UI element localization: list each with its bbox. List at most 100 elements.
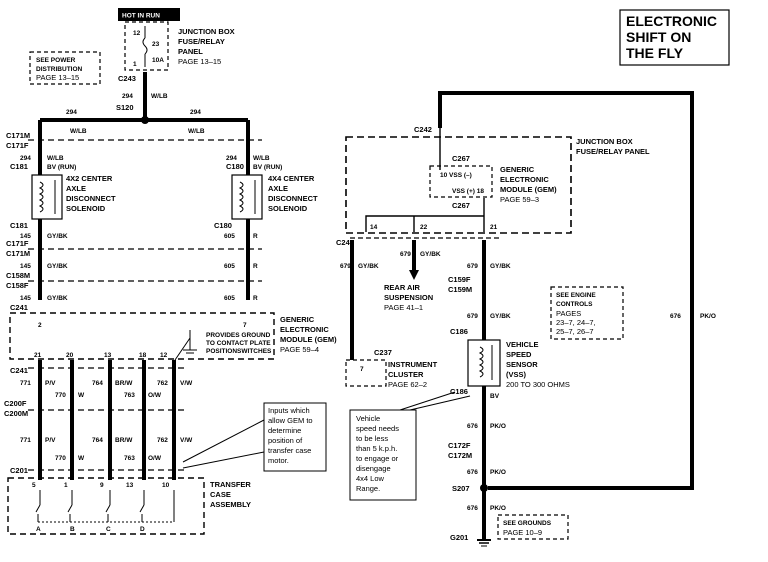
gem-right-label-1: GENERIC [500, 165, 535, 174]
gem-pin-20: 20 [66, 352, 74, 359]
w145-b: 145 [20, 263, 31, 270]
w294-left-down: 294 [20, 155, 31, 162]
veh-note-4: than 5 k.p.h. [356, 444, 397, 453]
vss-label-2: SPEED [506, 350, 532, 359]
arrow-down-icon [409, 270, 419, 280]
tc-contact-d: D [140, 526, 145, 533]
c243-right-label: C243 [336, 238, 354, 247]
gem-left-box [9, 312, 275, 360]
c171-wire-color-left: W/LB [70, 128, 87, 135]
pko-b: PK/O [490, 469, 506, 476]
c180-top-label: C180 [226, 162, 244, 171]
vss-ohms: 200 TO 300 OHMS [506, 380, 570, 389]
sw-num-764-b: 764 [92, 437, 103, 444]
tc-label-1: TRANSFER [210, 480, 251, 489]
vss-pos-pin: VSS (+) 18 [452, 188, 484, 195]
sol-4x2-4: SOLENOID [66, 204, 106, 213]
w676-c: 676 [467, 505, 478, 512]
veh-note-1: Vehicle [356, 414, 380, 423]
gem-right-page: PAGE 59–3 [500, 195, 539, 204]
sw-color-brw-b: BR/W [115, 437, 133, 444]
sol-4x4-4: SOLENOID [268, 204, 308, 213]
see-grounds-1: SEE GROUNDS [503, 520, 552, 527]
fuse-box-top [124, 21, 169, 71]
sw-num-771-b: 771 [20, 437, 31, 444]
switch-contact-icon [174, 337, 191, 361]
ground-note-3: POSITIONSWITCHES [206, 348, 272, 355]
c171f-label: C171F [6, 141, 29, 150]
c243-left-label: C243 [118, 74, 136, 83]
jbox-top-page: PAGE 13–15 [178, 57, 221, 66]
see-engine-3: PAGES [556, 309, 581, 318]
pko-a: PK/O [490, 423, 506, 430]
fuse-top-pin: 12 [133, 30, 141, 37]
see-power-3: PAGE 13–15 [36, 73, 79, 82]
w679-mid: 679 [400, 251, 411, 258]
sw-num-771-a: 771 [20, 380, 31, 387]
fuse-amp: 23 [152, 41, 160, 48]
bv-run-right: BV (RUN) [253, 164, 282, 171]
see-power-2: DISTRIBUTION [36, 66, 83, 73]
gem-pin-21: 21 [34, 352, 42, 359]
tc-pin-10: 10 [162, 482, 170, 489]
ground-note-2: TO CONTACT PLATE [206, 340, 271, 347]
tc-contact-c: C [106, 526, 111, 533]
coil-icon-4x2 [38, 181, 44, 213]
instrument-cluster-box [345, 359, 387, 387]
gem-pin-12: 12 [160, 352, 168, 359]
inputs-note-2: allow GEM to [268, 416, 313, 425]
solenoid-4x4-box [231, 174, 263, 220]
c158m-label: C158M [6, 271, 30, 280]
see-engine-4: 23–7, 24–7, [556, 318, 596, 327]
pko-c: PK/O [490, 505, 506, 512]
gybk-left: GY/BK [358, 263, 379, 270]
tc-pin-9: 9 [100, 482, 104, 489]
sw-color-pv-b: P/V [45, 437, 56, 444]
rear-air-page: PAGE 41–1 [384, 303, 423, 312]
veh-note-7: 4x4 Low [356, 474, 385, 483]
gybk-c: GY/BK [47, 295, 68, 302]
c159m-label: C159M [448, 285, 472, 294]
tc-label-3: ASSEMBLY [210, 500, 251, 509]
sol-4x4-3: DISCONNECT [268, 194, 318, 203]
fuse-icon [142, 37, 148, 55]
sw-color-ow-a: O/W [148, 392, 162, 399]
c171f-2-label: C171F [6, 239, 29, 248]
title-line-1: ELECTRONIC [626, 13, 717, 29]
tc-contact-a: A [36, 526, 41, 533]
c242-label: C242 [414, 125, 432, 134]
gybk-a: GY/BK [47, 233, 68, 240]
wire-294-top-color: W/LB [151, 93, 168, 100]
sol-4x2-1: 4X2 CENTER [66, 174, 113, 183]
c201-label: C201 [10, 466, 28, 475]
gybk-right-2: GY/BK [490, 313, 511, 320]
w679-left: 679 [340, 263, 351, 270]
coil-icon-4x4 [238, 181, 244, 213]
s207-label: S207 [452, 484, 470, 493]
c200m-label: C200M [4, 409, 28, 418]
wire-676-right-num: 676 [670, 313, 681, 320]
r-b: R [253, 263, 258, 270]
see-engine-5: 25–7, 26–7 [556, 327, 594, 336]
w145-c: 145 [20, 295, 31, 302]
c186-bottom-label: C186 [450, 387, 468, 396]
sw-num-764-a: 764 [92, 380, 103, 387]
w605-a: 605 [224, 233, 235, 240]
jbox-pin-14: 14 [370, 224, 378, 231]
w294-left-down-color: W/LB [47, 155, 64, 162]
sol-4x4-2: AXLE [268, 184, 288, 193]
see-engine-1: SEE ENGINE [556, 292, 596, 299]
gem-left-label-3: MODULE (GEM) [280, 335, 337, 344]
w605-b: 605 [224, 263, 235, 270]
jbox-top-label-3: PANEL [178, 47, 203, 56]
sw-color-vw-a: V/W [180, 380, 193, 387]
bv-label: BV [490, 393, 500, 400]
sw-color-w-a: W [78, 392, 85, 399]
c241-bottom-label: C241 [10, 366, 28, 375]
tc-contact-b: B [70, 526, 75, 533]
wire-294-left-num: 294 [66, 109, 77, 116]
inputs-note-6: motor. [268, 456, 289, 465]
veh-note-5: to engage or [356, 454, 399, 463]
